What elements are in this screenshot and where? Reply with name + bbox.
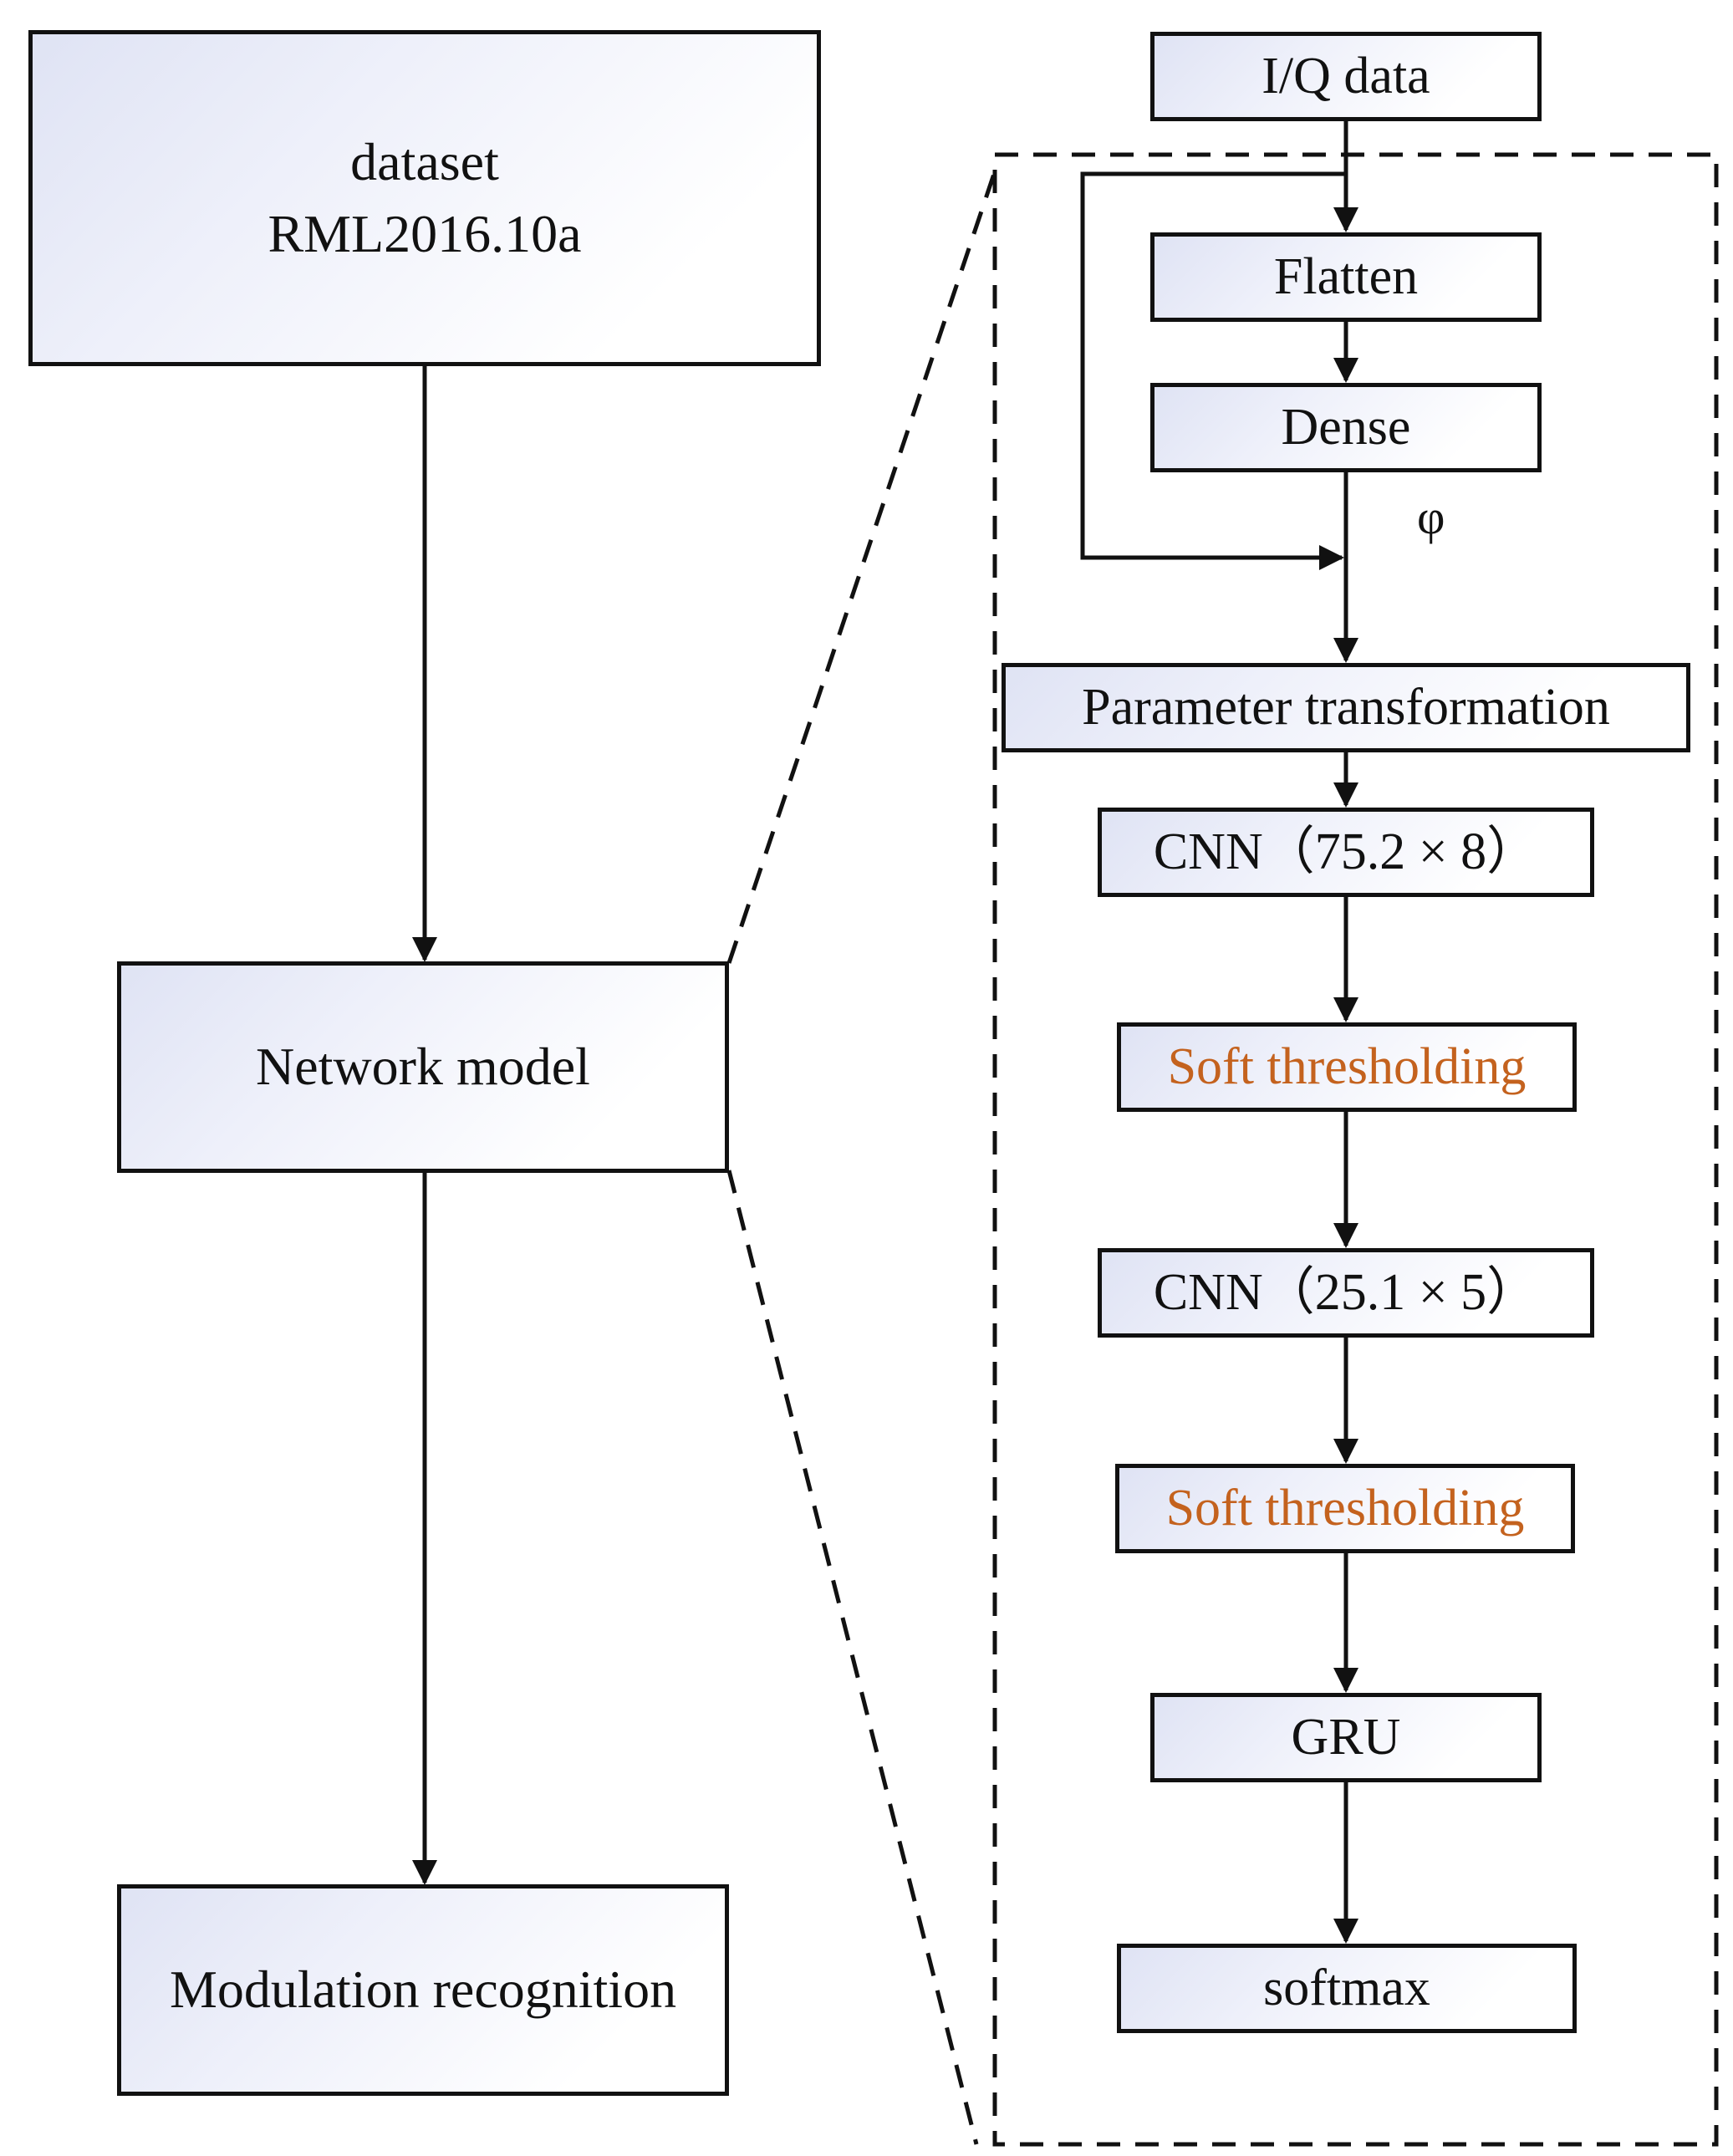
- phi-label: φ: [1417, 490, 1445, 544]
- cnn2-box: CNN（25.1 × 5）: [1098, 1248, 1594, 1338]
- expansion-frame: [992, 152, 1719, 2147]
- network-model-label: Network model: [256, 1037, 590, 1097]
- dataset-text: dataset RML2016.10a: [268, 126, 581, 271]
- dense-box: Dense: [1150, 383, 1542, 472]
- network-model-box: Network model: [117, 961, 729, 1173]
- soft-thresholding-1-box: Soft thresholding: [1117, 1022, 1577, 1112]
- parameter-transformation-label: Parameter transformation: [1082, 678, 1610, 736]
- zoom-line-top: [726, 171, 997, 964]
- modulation-recognition-box: Modulation recognition: [117, 1884, 729, 2096]
- iq-data-box: I/Q data: [1150, 32, 1542, 121]
- dataset-line2: RML2016.10a: [268, 204, 582, 263]
- dense-label: Dense: [1281, 398, 1411, 456]
- parameter-transformation-box: Parameter transformation: [1002, 663, 1690, 752]
- modulation-recognition-label: Modulation recognition: [169, 1960, 677, 2020]
- gru-box: GRU: [1150, 1693, 1542, 1782]
- flatten-label: Flatten: [1273, 247, 1419, 305]
- dataset-box: dataset RML2016.10a: [28, 30, 821, 366]
- cnn1-box: CNN（75.2 × 8）: [1098, 808, 1594, 897]
- skip-connection: [1080, 171, 1346, 570]
- flatten-box: Flatten: [1150, 232, 1542, 322]
- soft-thresholding-2-label: Soft thresholding: [1165, 1479, 1525, 1537]
- zoom-line-bottom: [726, 1170, 979, 2145]
- softmax-label: softmax: [1263, 1959, 1430, 2016]
- cnn1-label: CNN（75.2 × 8）: [1153, 823, 1539, 880]
- gru-label: GRU: [1291, 1708, 1401, 1766]
- dataset-line1: dataset: [350, 131, 499, 191]
- iq-data-label: I/Q data: [1262, 47, 1430, 104]
- soft-thresholding-2-box: Soft thresholding: [1115, 1464, 1575, 1553]
- soft-thresholding-1-label: Soft thresholding: [1167, 1037, 1527, 1095]
- softmax-box: softmax: [1117, 1944, 1577, 2033]
- cnn2-label: CNN（25.1 × 5）: [1153, 1263, 1539, 1321]
